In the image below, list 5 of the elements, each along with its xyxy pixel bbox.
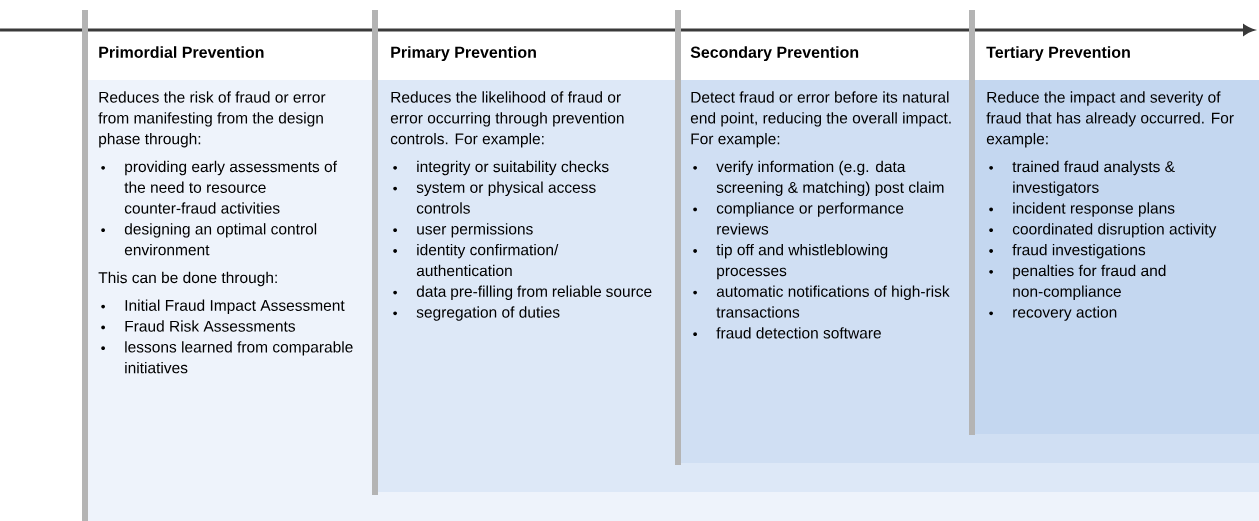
node-label: Primary Prevention <box>391 46 536 62</box>
node-label: Secondary Prevention <box>690 46 859 62</box>
node-label: Tertiary Prevention <box>986 46 1130 62</box>
node-label: Primordial Prevention <box>99 46 264 58</box>
prevention-panel: Tertiary Prevention Reduce the impact and severity of fraud that has already occurred. For example: trained fraud analysts & investigators incident response plans coordinated disruption activity fraud investigations penalties for fraud and non-compliance recovery action <box>975 46 1259 434</box>
